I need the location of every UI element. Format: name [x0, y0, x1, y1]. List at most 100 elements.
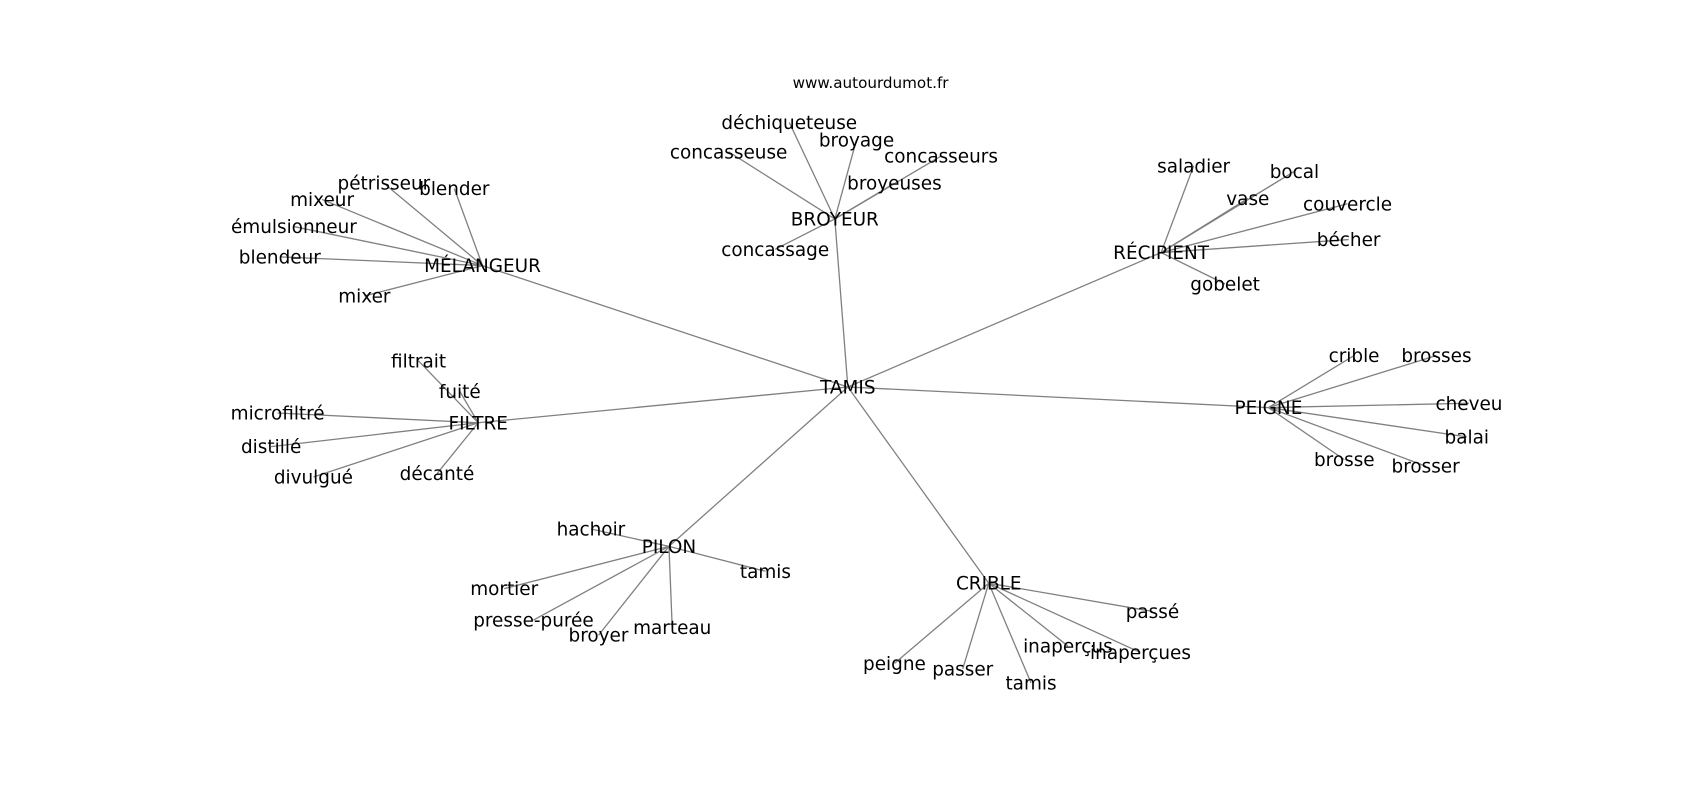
edge-0-2	[321, 198, 483, 267]
edge-0-3	[293, 225, 483, 267]
node-leaf: broyer	[569, 626, 629, 647]
edge-6-2	[988, 582, 1141, 654]
edge-center-3	[847, 386, 1269, 409]
node-leaf: saladier	[1157, 156, 1230, 177]
node-leaf: presse-purée	[473, 611, 593, 632]
edge-4-0	[418, 360, 479, 424]
edge-2-2	[1160, 197, 1249, 254]
edge-center-1	[834, 218, 849, 388]
node-leaf: peigne	[863, 654, 926, 675]
node-leaf: décanté	[400, 464, 475, 485]
node-group: PILON	[642, 537, 696, 558]
edge-center-0	[482, 264, 849, 388]
node-group: CRIBLE	[956, 574, 1022, 595]
node-leaf: distillé	[241, 437, 301, 458]
edge-0-4	[279, 256, 483, 267]
node-leaf: brosses	[1401, 346, 1471, 367]
node-leaf: bécher	[1317, 230, 1381, 251]
site-title: www.autourdumot.fr	[793, 74, 950, 92]
node-leaf: blendeur	[239, 247, 321, 268]
node-leaf: concasseuse	[670, 142, 788, 163]
edge-1-5	[774, 218, 836, 250]
node-leaf: brosser	[1392, 457, 1461, 478]
node-leaf: passer	[932, 659, 993, 680]
edge-6-1	[988, 582, 1069, 647]
edge-5-4	[597, 545, 670, 636]
node-leaf: marteau	[633, 618, 711, 639]
edge-5-5	[668, 546, 673, 628]
node-leaf: émulsionneur	[231, 217, 357, 238]
edge-3-4	[1268, 407, 1345, 461]
node-leaf: concasseurs	[884, 147, 998, 168]
node-center: TAMIS	[819, 377, 875, 398]
node-leaf: cheveu	[1435, 394, 1502, 415]
node-leaf: vase	[1226, 189, 1269, 210]
edge-3-2	[1268, 402, 1469, 409]
edge-0-5	[364, 264, 483, 297]
edge-6-5	[988, 582, 1032, 684]
edge-center-5	[668, 386, 849, 547]
node-leaf: brosse	[1314, 450, 1375, 471]
edge-6-3	[894, 582, 990, 664]
node-leaf: mixer	[338, 286, 391, 307]
edge-3-1	[1268, 354, 1437, 409]
edge-2-5	[1160, 251, 1226, 285]
node-leaf: tamis	[740, 562, 791, 583]
edge-4-5	[436, 422, 479, 475]
node-group: RÉCIPIENT	[1113, 242, 1210, 264]
node-leaf: microfiltré	[231, 404, 325, 425]
node-leaf: mortier	[470, 579, 538, 600]
node-leaf: couvercle	[1303, 194, 1392, 215]
node-leaf: crible	[1329, 346, 1380, 367]
edge-1-0	[788, 122, 836, 220]
edges-layer	[271, 122, 1469, 684]
edge-3-3	[1268, 406, 1467, 438]
node-leaf: fuité	[439, 382, 481, 403]
edge-4-3	[271, 422, 479, 448]
edge-5-3	[533, 545, 670, 621]
edge-center-6	[847, 386, 990, 584]
node-leaf: passé	[1126, 602, 1179, 623]
node-leaf: pétrisseur	[338, 174, 431, 195]
node-leaf: mixeur	[290, 190, 354, 211]
edge-1-4	[834, 182, 895, 220]
node-leaf: concassage	[721, 240, 829, 261]
edge-2-0	[1160, 165, 1195, 253]
node-group: MÉLANGEUR	[424, 255, 541, 277]
node-leaf: inaperçues	[1090, 643, 1191, 664]
node-leaf: bocal	[1270, 162, 1319, 183]
edge-4-1	[459, 390, 479, 424]
node-leaf: inaperçus	[1023, 637, 1113, 658]
edge-0-1	[453, 188, 484, 266]
node-leaf: broyage	[819, 130, 894, 151]
edge-0-0	[383, 182, 483, 267]
node-leaf: tamis	[1005, 673, 1056, 694]
node-leaf: gobelet	[1190, 275, 1260, 296]
edge-4-2	[277, 412, 479, 424]
node-leaf: déchiqueteuse	[721, 113, 857, 134]
node-leaf: blender	[419, 179, 490, 200]
edge-5-1	[668, 545, 766, 572]
edge-4-4	[313, 422, 479, 478]
edge-6-4	[962, 583, 990, 670]
node-leaf: broyeuses	[847, 174, 942, 195]
node-group: PEIGNE	[1235, 398, 1303, 419]
node-leaf: balai	[1445, 427, 1489, 448]
edge-2-3	[1160, 203, 1348, 254]
edge-2-4	[1161, 238, 1349, 254]
edge-6-0	[988, 582, 1153, 613]
edge-5-0	[590, 528, 670, 547]
edge-5-2	[504, 545, 670, 590]
edge-3-0	[1268, 354, 1355, 409]
node-leaf: hachoir	[557, 520, 626, 541]
node-group: BROYEUR	[791, 209, 879, 230]
edge-center-2	[847, 251, 1162, 388]
node-leaf: filtrait	[391, 351, 446, 372]
node-leaf: divulgué	[274, 467, 353, 488]
node-group: FILTRE	[448, 413, 507, 434]
edge-1-2	[728, 151, 836, 220]
edge-1-1	[834, 139, 858, 220]
